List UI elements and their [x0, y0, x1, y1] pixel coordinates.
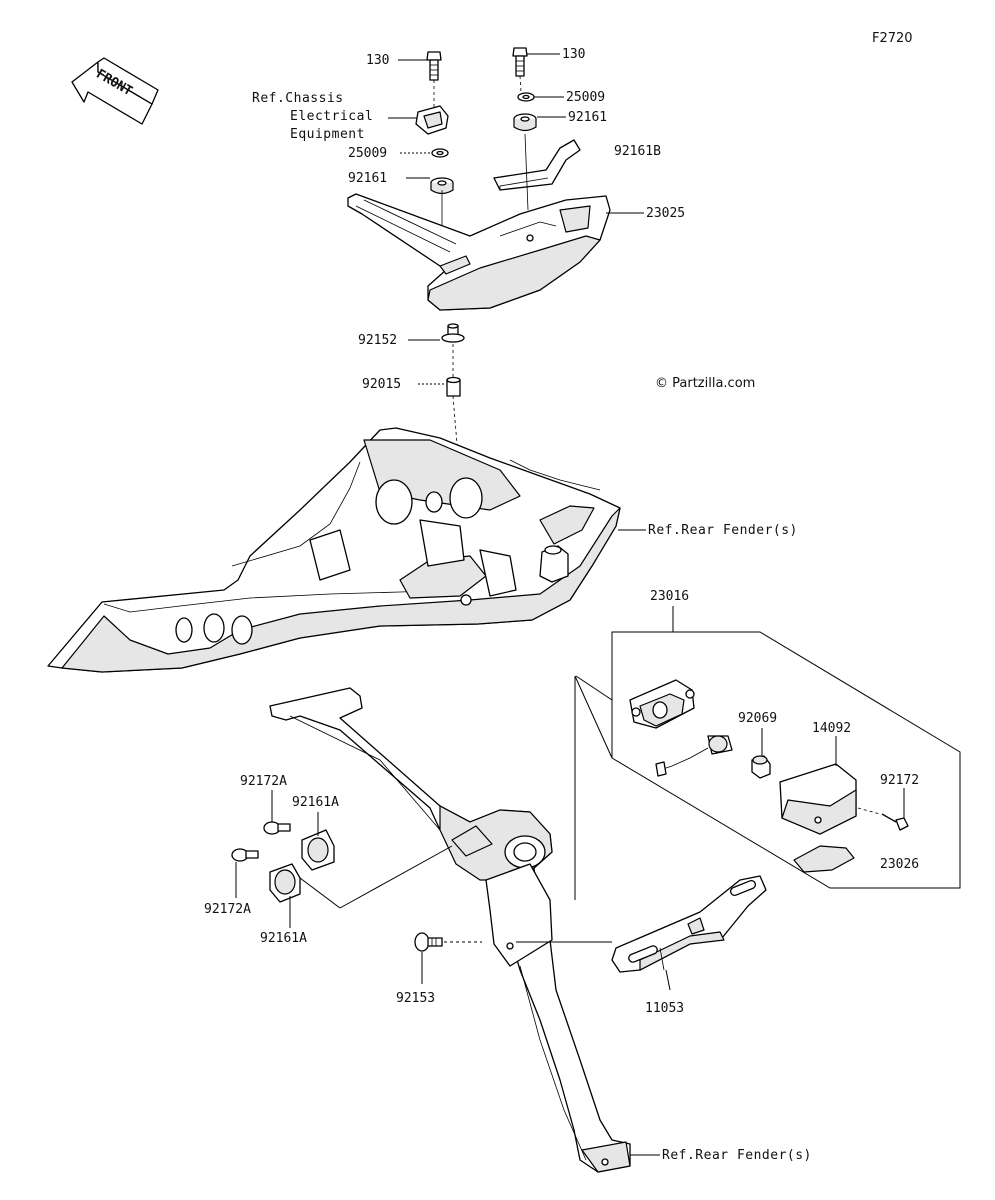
callout-130-right: 130: [562, 47, 585, 62]
callout-11053: 11053: [645, 1001, 684, 1016]
callout-92161-right: 92161: [568, 110, 607, 125]
callout-92069: 92069: [738, 711, 777, 726]
callout-92172: 92172: [880, 773, 919, 788]
collar-92015[interactable]: [446, 376, 461, 397]
bolt-92153[interactable]: [414, 932, 443, 952]
callout-ref-rear-fender-upper: Ref.Rear Fender(s): [648, 523, 798, 538]
callout-23016: 23016: [650, 589, 689, 604]
callout-92015: 92015: [362, 377, 401, 392]
bolt-130-right[interactable]: [512, 47, 528, 77]
reflector-23026[interactable]: [793, 845, 855, 873]
callout-130-left: 130: [366, 53, 389, 68]
grommet-92161-right[interactable]: [513, 113, 537, 132]
chassis-clip[interactable]: [415, 105, 449, 135]
collar-92152[interactable]: [441, 323, 465, 343]
lamp-housing[interactable]: [629, 679, 695, 729]
ref-chassis-line3: Equipment: [290, 127, 365, 142]
lens-14092[interactable]: [779, 763, 857, 835]
callout-25009-right: 25009: [566, 90, 605, 105]
washer-25009-right[interactable]: [517, 92, 535, 102]
damper-92161a-bottom[interactable]: [269, 863, 301, 903]
callout-92161a-bottom: 92161A: [260, 931, 307, 946]
ref-chassis-line1: Ref.Chassis: [252, 91, 344, 106]
washer-25009-left[interactable]: [431, 148, 449, 158]
stay-11053[interactable]: [611, 875, 767, 973]
cover-23025[interactable]: [347, 193, 611, 311]
callout-23025: 23025: [646, 206, 685, 221]
callout-14092: 14092: [812, 721, 851, 736]
callout-92161a-top: 92161A: [292, 795, 339, 810]
callout-92153: 92153: [396, 991, 435, 1006]
callout-25009-left: 25009: [348, 146, 387, 161]
callout-92172a-top: 92172A: [240, 774, 287, 789]
damper-92161a-top[interactable]: [301, 829, 335, 871]
screw-92172[interactable]: [881, 813, 909, 831]
bulb-92069[interactable]: [751, 755, 771, 779]
front-arrow-icon: FRONT: [71, 57, 159, 125]
lamp-assembly-box: [611, 631, 961, 889]
rear-fender: [47, 427, 621, 673]
callout-23026: 23026: [880, 857, 919, 872]
callout-92172a-bottom: 92172A: [204, 902, 251, 917]
bracket-92161b[interactable]: [493, 139, 581, 191]
bolt-92172a-top[interactable]: [263, 821, 291, 835]
bolt-92172a-bottom[interactable]: [231, 848, 259, 862]
figure-id: F2720: [872, 31, 913, 46]
license-bracket[interactable]: [269, 687, 631, 1173]
grommet-92161-left[interactable]: [430, 177, 454, 195]
callout-92161-left: 92161: [348, 171, 387, 186]
callout-92152: 92152: [358, 333, 397, 348]
callout-92161b: 92161B: [614, 144, 661, 159]
bolt-130-left[interactable]: [426, 51, 442, 81]
callout-ref-rear-fender-lower: Ref.Rear Fender(s): [662, 1148, 812, 1163]
watermark: © Partzilla.com: [655, 376, 755, 391]
lamp-socket[interactable]: [655, 735, 733, 777]
ref-chassis-line2: Electrical: [290, 109, 373, 124]
